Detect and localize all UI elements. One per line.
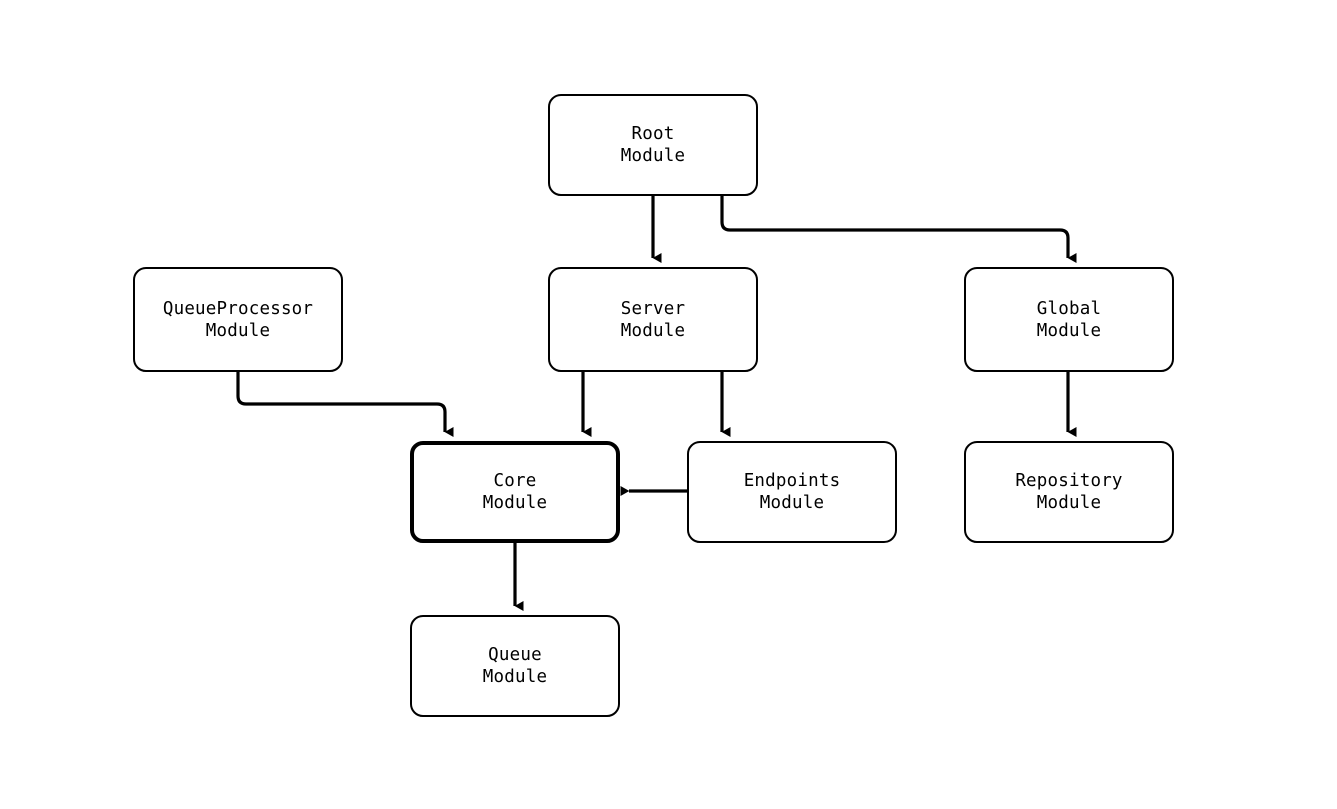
core-module-node[interactable]: Core Module — [410, 441, 620, 543]
server-module-label-line1: Server — [620, 298, 686, 319]
queueprocessor-module-node[interactable]: QueueProcessor Module — [133, 267, 343, 372]
queue-module-label-line1: Queue — [488, 645, 542, 665]
edge-queueprocessor-to-core — [236, 372, 454, 437]
server-module-label-line2: Module — [620, 320, 686, 341]
endpoints-module-label-line1: Endpoints — [743, 471, 841, 491]
global-module-node[interactable]: Global Module — [964, 267, 1174, 372]
repository-module-label-line2: Module — [1036, 493, 1102, 513]
queue-module-node[interactable]: Queue Module — [410, 615, 620, 717]
root-module-label-line1: Root — [631, 124, 675, 144]
root-module-label-line2: Module — [620, 146, 686, 166]
core-module-label-line1: Core — [493, 471, 537, 491]
core-module-label-line2: Module — [482, 493, 548, 513]
global-module-label-line2: Module — [1036, 320, 1102, 341]
queueprocessor-module-label-line2: Module — [205, 320, 271, 341]
endpoints-module-label-line2: Module — [759, 493, 825, 513]
queueprocessor-module-label-line1: QueueProcessor — [162, 298, 314, 319]
repository-module-label-line1: Repository — [1015, 471, 1123, 491]
server-module-node[interactable]: Server Module — [548, 267, 758, 372]
root-module-node[interactable]: Root Module — [548, 94, 758, 196]
edge-root-to-global — [720, 196, 1077, 263]
endpoints-module-node[interactable]: Endpoints Module — [687, 441, 897, 543]
repository-module-node[interactable]: Repository Module — [964, 441, 1174, 543]
queue-module-label-line2: Module — [482, 667, 548, 687]
global-module-label-line1: Global — [1036, 298, 1102, 319]
